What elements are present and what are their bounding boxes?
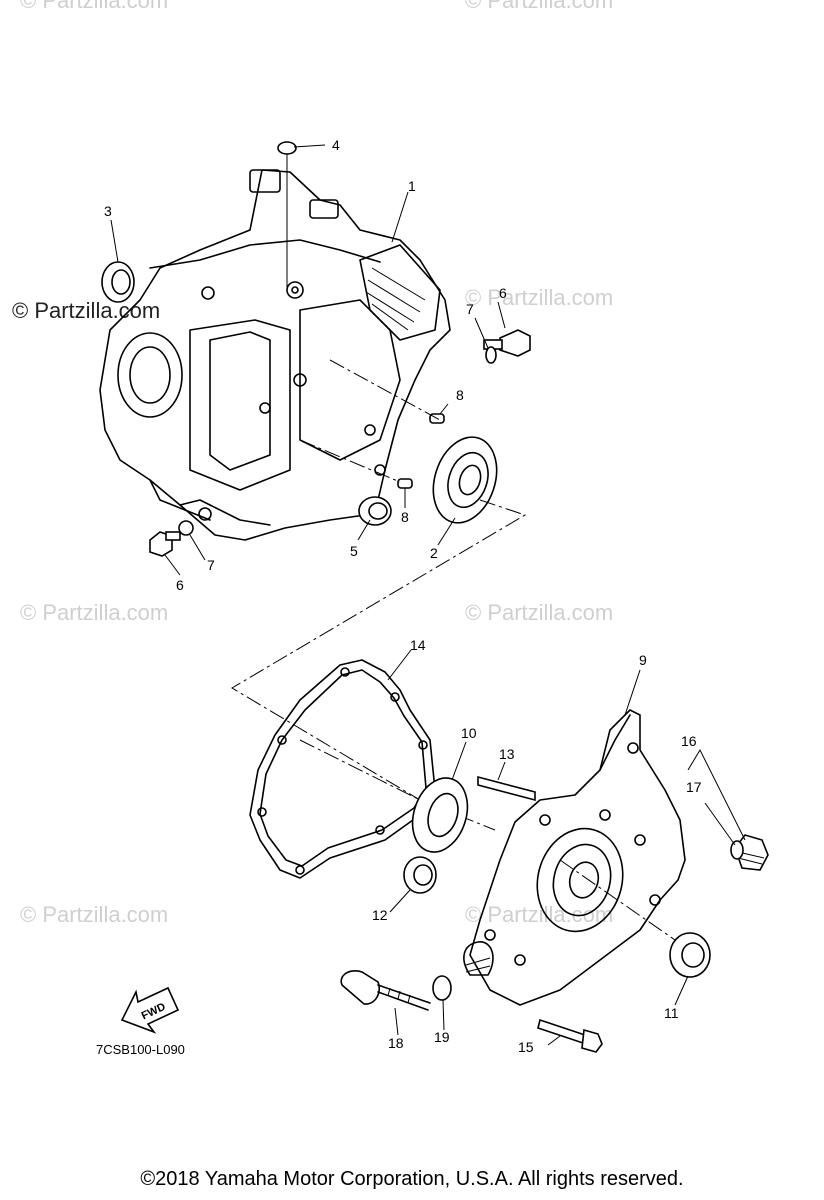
callout-9: 9 xyxy=(639,652,647,668)
callout-13: 13 xyxy=(499,746,515,762)
gasket-14 xyxy=(249,659,436,879)
leader-lines xyxy=(110,144,746,1046)
o-ring-19 xyxy=(432,975,452,1001)
watermark-7: © Partzilla.com xyxy=(20,0,168,13)
dipstick-18 xyxy=(340,970,431,1011)
watermark-5: © Partzilla.com xyxy=(465,902,613,927)
callout-4: 4 xyxy=(332,137,340,153)
callout-5: 5 xyxy=(350,543,358,559)
copyright-notice: ©2018 Yamaha Motor Corporation, U.S.A. A… xyxy=(140,1168,684,1190)
washer-4 xyxy=(277,141,297,155)
watermark-primary: © Partzilla.com xyxy=(12,298,160,323)
bolt-6-lower xyxy=(149,531,181,557)
washer-7-lower xyxy=(178,520,194,536)
callout-18: 18 xyxy=(388,1035,404,1051)
callout-6b: 6 xyxy=(176,577,184,593)
callout-8: 8 xyxy=(456,387,464,403)
callout-7b: 7 xyxy=(207,557,215,573)
bearing-2 xyxy=(432,436,498,524)
callout-10: 10 xyxy=(461,725,477,741)
callout-2: 2 xyxy=(430,545,438,561)
watermark-4: © Partzilla.com xyxy=(20,902,168,927)
bolt-15 xyxy=(537,1018,603,1053)
dowel-pin-8-lower xyxy=(397,478,413,489)
callout-3: 3 xyxy=(104,203,112,219)
callout-11: 11 xyxy=(664,1005,679,1021)
pin-13 xyxy=(477,775,536,802)
bearing-12 xyxy=(403,856,437,894)
bearing-5 xyxy=(358,496,392,526)
callout-17: 17 xyxy=(686,779,702,795)
diagram-reference: 7CSB100-L090 xyxy=(96,1042,185,1057)
callout-16: 16 xyxy=(681,733,697,749)
washer-7-upper xyxy=(485,346,497,364)
crankcase-body xyxy=(99,169,451,541)
callout-8b: 8 xyxy=(401,509,409,525)
callout-6: 6 xyxy=(499,285,507,301)
o-ring-17 xyxy=(730,840,744,860)
callout-1: 1 xyxy=(408,178,416,194)
fwd-arrow-icon: FWD xyxy=(120,986,180,1034)
crankcase-cover-9 xyxy=(463,709,686,1006)
oil-seal-11 xyxy=(669,932,711,978)
watermark-1: © Partzilla.com xyxy=(20,600,168,625)
callout-7: 7 xyxy=(466,301,474,317)
oil-seal-10 xyxy=(411,777,469,853)
oil-seal-3 xyxy=(101,261,135,303)
watermark-6: © Partzilla.com xyxy=(465,0,613,13)
callout-19: 19 xyxy=(434,1029,450,1045)
callout-14: 14 xyxy=(410,637,426,653)
callout-12: 12 xyxy=(372,907,388,923)
watermark-2: © Partzilla.com xyxy=(465,600,613,625)
watermark-3: © Partzilla.com xyxy=(465,285,613,310)
callout-15: 15 xyxy=(518,1039,534,1055)
